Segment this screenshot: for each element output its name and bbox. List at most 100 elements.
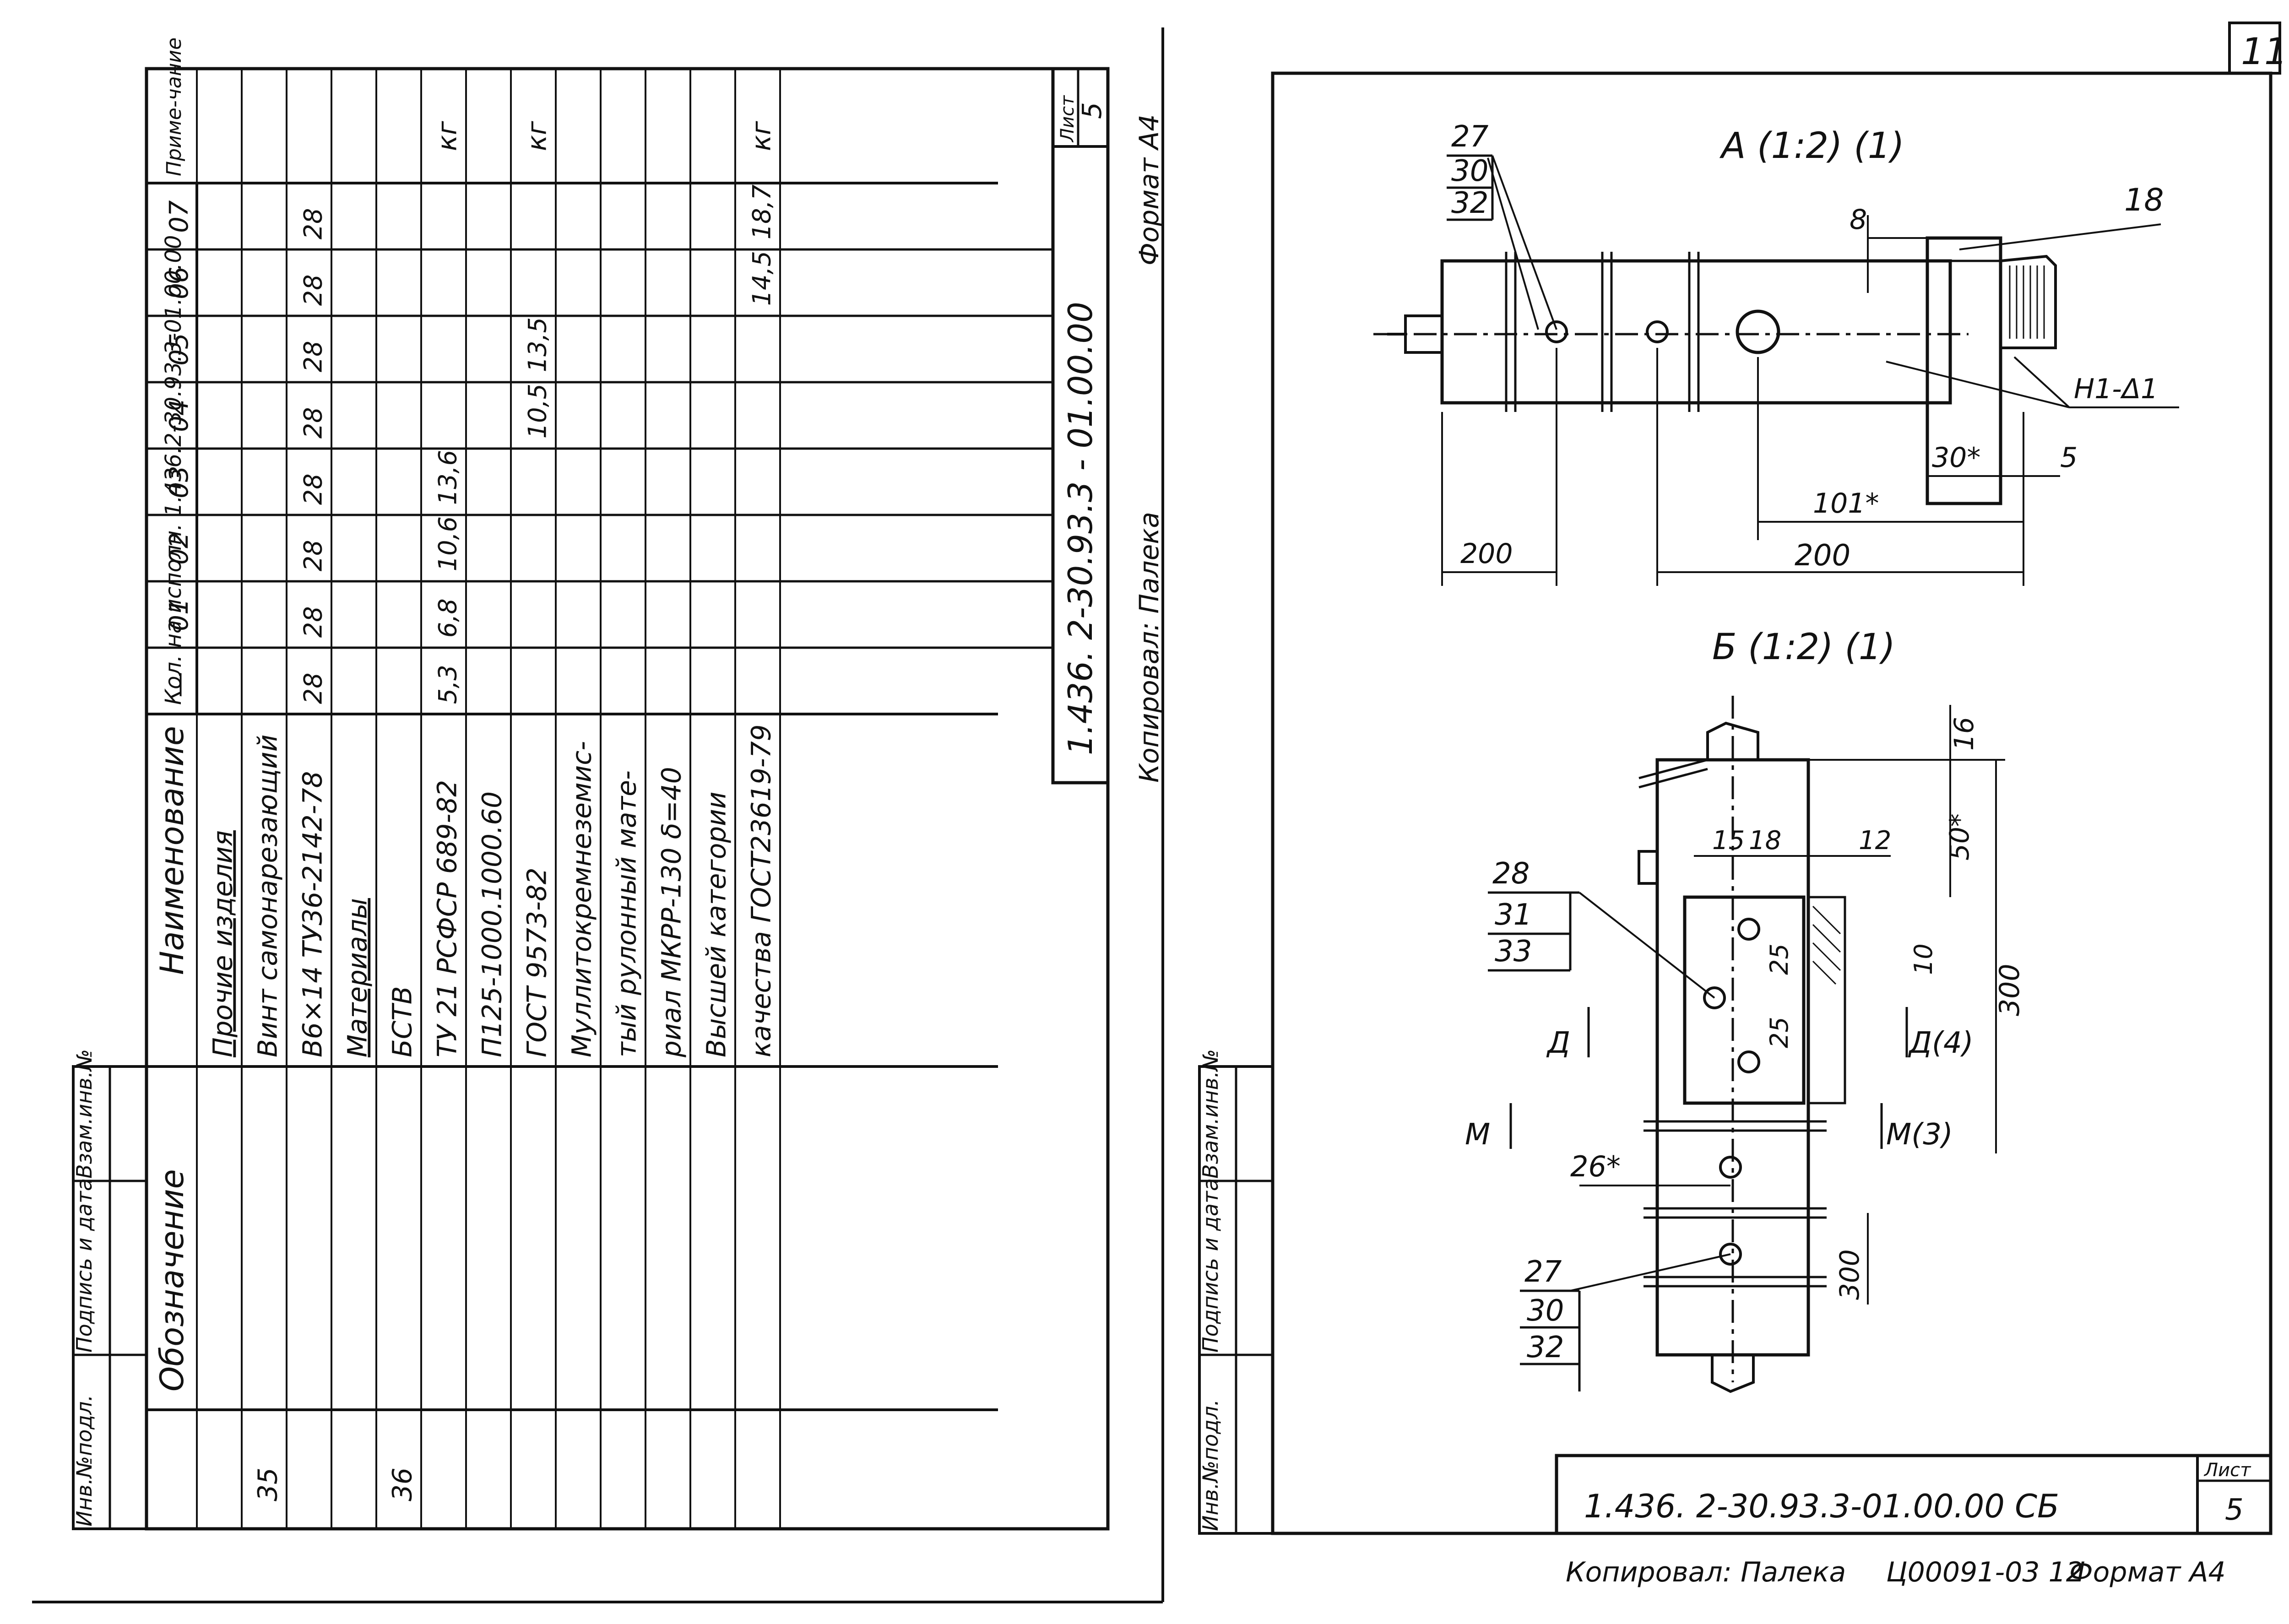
label-18: 18: [2124, 182, 2164, 218]
callout-32: 32: [1451, 186, 1488, 220]
row-name: ГОСТ 9573-82: [521, 867, 552, 1057]
table-row: Муллитокремнеземис-: [566, 741, 597, 1057]
row-note: кг: [431, 121, 462, 151]
left-title-block: Лист 5 1.436. 2-30.93.3 - 01.00.00: [1051, 67, 1110, 785]
row-qty: 28: [298, 208, 327, 240]
row-name: БСТВ: [386, 986, 418, 1057]
stamp-label-sign-r: Подпись и дата: [1198, 1178, 1223, 1353]
view-a-title: А (1:2) (1): [1719, 125, 1904, 167]
right-stamp-strip: Инв.№подл. Подпись и дата Взам.инв.№: [1198, 1049, 1274, 1535]
table-row: П125-1000.1000.60: [476, 791, 507, 1057]
right-format: Формат А4: [2069, 1556, 2226, 1588]
right-sheet-no: 5: [2225, 1493, 2244, 1527]
header-qty-title: Кол. на исполн. 1.436.2-30.93.3-01.00.00: [161, 235, 186, 705]
row-qty: 18,7: [747, 184, 776, 239]
right-page: 11 Инв.№подл. Подпись и дата Взам.инв.№ …: [1198, 22, 2288, 1588]
table-row: 36 БСТВ: [386, 986, 418, 1501]
row-qty: 10,6: [433, 516, 462, 571]
callout-30: 30: [1451, 154, 1488, 188]
label-28: 28: [1492, 857, 1530, 891]
row-name: риал МКРР-130 δ=40: [656, 767, 687, 1058]
dim-200-left: 200: [1460, 538, 1513, 570]
row-note: кг: [521, 121, 552, 151]
row-qty: 28: [298, 407, 327, 439]
dim-26: 26*: [1570, 1150, 1621, 1183]
stamp-label-sign: Подпись и дата: [72, 1178, 97, 1353]
label-32: 32: [1527, 1331, 1564, 1364]
dim-12: 12: [1859, 826, 1891, 855]
row-qty: 28: [298, 341, 327, 373]
row-position: 35: [252, 1467, 283, 1501]
row-qty: 28: [298, 606, 327, 638]
table-row: Прочие изделия: [207, 830, 238, 1057]
stamp-label-inv: Инв.№подл.: [72, 1395, 97, 1527]
dim-200-right: 200: [1795, 539, 1850, 573]
row-qty: 10,5: [523, 384, 552, 438]
row-name: Высшей категории: [700, 791, 732, 1057]
row-qty: 28: [298, 673, 327, 704]
section-m: М: [1465, 1118, 1490, 1152]
variant-label: 01: [164, 598, 194, 631]
row-qty: 6,8: [433, 598, 462, 638]
stamp-label-inv-r: Инв.№подл.: [1198, 1399, 1223, 1531]
row-name: Муллитокремнеземис-: [566, 741, 597, 1057]
right-title-block: Лист 5 1.436. 2-30.93.3-01.00.00 СБ: [1555, 1454, 2273, 1535]
specification-table: Обозначение Наименование Кол. на исполн.…: [145, 38, 1110, 1531]
sheet-number: 11: [2241, 30, 2288, 73]
table-row: ТУ 21 РСФСР 689-825,36,810,613,6кг: [431, 121, 462, 1057]
variant-label: 02: [164, 532, 194, 564]
dim-10: 10: [1909, 943, 1938, 975]
section-d4: Д(4): [1908, 1026, 1974, 1060]
row-name: Винт самонарезающий: [252, 735, 283, 1058]
variant-label: 05: [164, 333, 194, 365]
left-format: Формат А4: [1134, 114, 1165, 265]
row-qty: 28: [298, 474, 327, 505]
dim-101: 101*: [1813, 487, 1879, 520]
row-name: Прочие изделия: [207, 830, 238, 1057]
row-qty: 28: [298, 540, 327, 572]
label-27: 27: [1524, 1255, 1562, 1289]
label-33: 33: [1495, 935, 1532, 969]
variant-label: 07: [164, 200, 194, 233]
dim-50: 50*: [1944, 813, 1975, 861]
dim-300: 300: [1994, 964, 2026, 1016]
table-row: Высшей категории: [700, 791, 732, 1057]
right-stamp: Ц00091-03 12: [1886, 1556, 2083, 1588]
table-row: 35 Винт самонарезающий: [252, 735, 283, 1502]
callout-27: 27: [1451, 120, 1489, 154]
row-qty: 13,5: [523, 317, 552, 372]
weld-label: Н1-Δ1: [2074, 373, 2158, 405]
section-m3: М(3): [1886, 1118, 1953, 1152]
row-qty: 5,3: [433, 665, 462, 704]
header-designation: Обозначение: [153, 1169, 191, 1391]
header-name: Наименование: [153, 726, 191, 975]
right-copied-by: Копировал: Палека: [1566, 1556, 1846, 1588]
right-sheet-label: Лист: [2203, 1460, 2251, 1481]
view-a-callout: 27 30 32: [1447, 120, 1557, 330]
dim-5: 5: [2060, 442, 2077, 474]
right-doc-code: 1.436. 2-30.93.3-01.00.00 СБ: [1584, 1488, 2059, 1525]
label-31: 31: [1495, 898, 1532, 932]
row-name: В6×14 ТУ36-2142-78: [297, 771, 328, 1057]
dim-300b: 300: [1834, 1249, 1865, 1300]
label-30: 30: [1527, 1294, 1564, 1328]
row-name: ТУ 21 РСФСР 689-82: [431, 780, 462, 1057]
dim-8: 8: [1850, 204, 1867, 236]
row-position: 36: [386, 1467, 418, 1501]
dim-25b: 25: [1765, 1017, 1794, 1048]
stamp-label-replace: Взам.инв.№: [72, 1049, 97, 1179]
row-name: тый рулонный мате-: [611, 770, 642, 1057]
view-b: Б (1:2) (1) 16: [1465, 627, 2026, 1393]
variant-label: —: [164, 672, 194, 698]
left-stamp-strip: Инв.№подл. Подпись и дата Взам.инв.№: [72, 1049, 148, 1530]
row-name: Материалы: [342, 898, 373, 1057]
dim-25a: 25: [1765, 943, 1794, 975]
table-row: тый рулонный мате-: [611, 770, 642, 1057]
section-d: Д: [1546, 1026, 1570, 1060]
left-sheet-no: 5: [1076, 102, 1107, 119]
dim-15: 15: [1712, 826, 1745, 855]
variant-label: 06: [164, 266, 194, 299]
